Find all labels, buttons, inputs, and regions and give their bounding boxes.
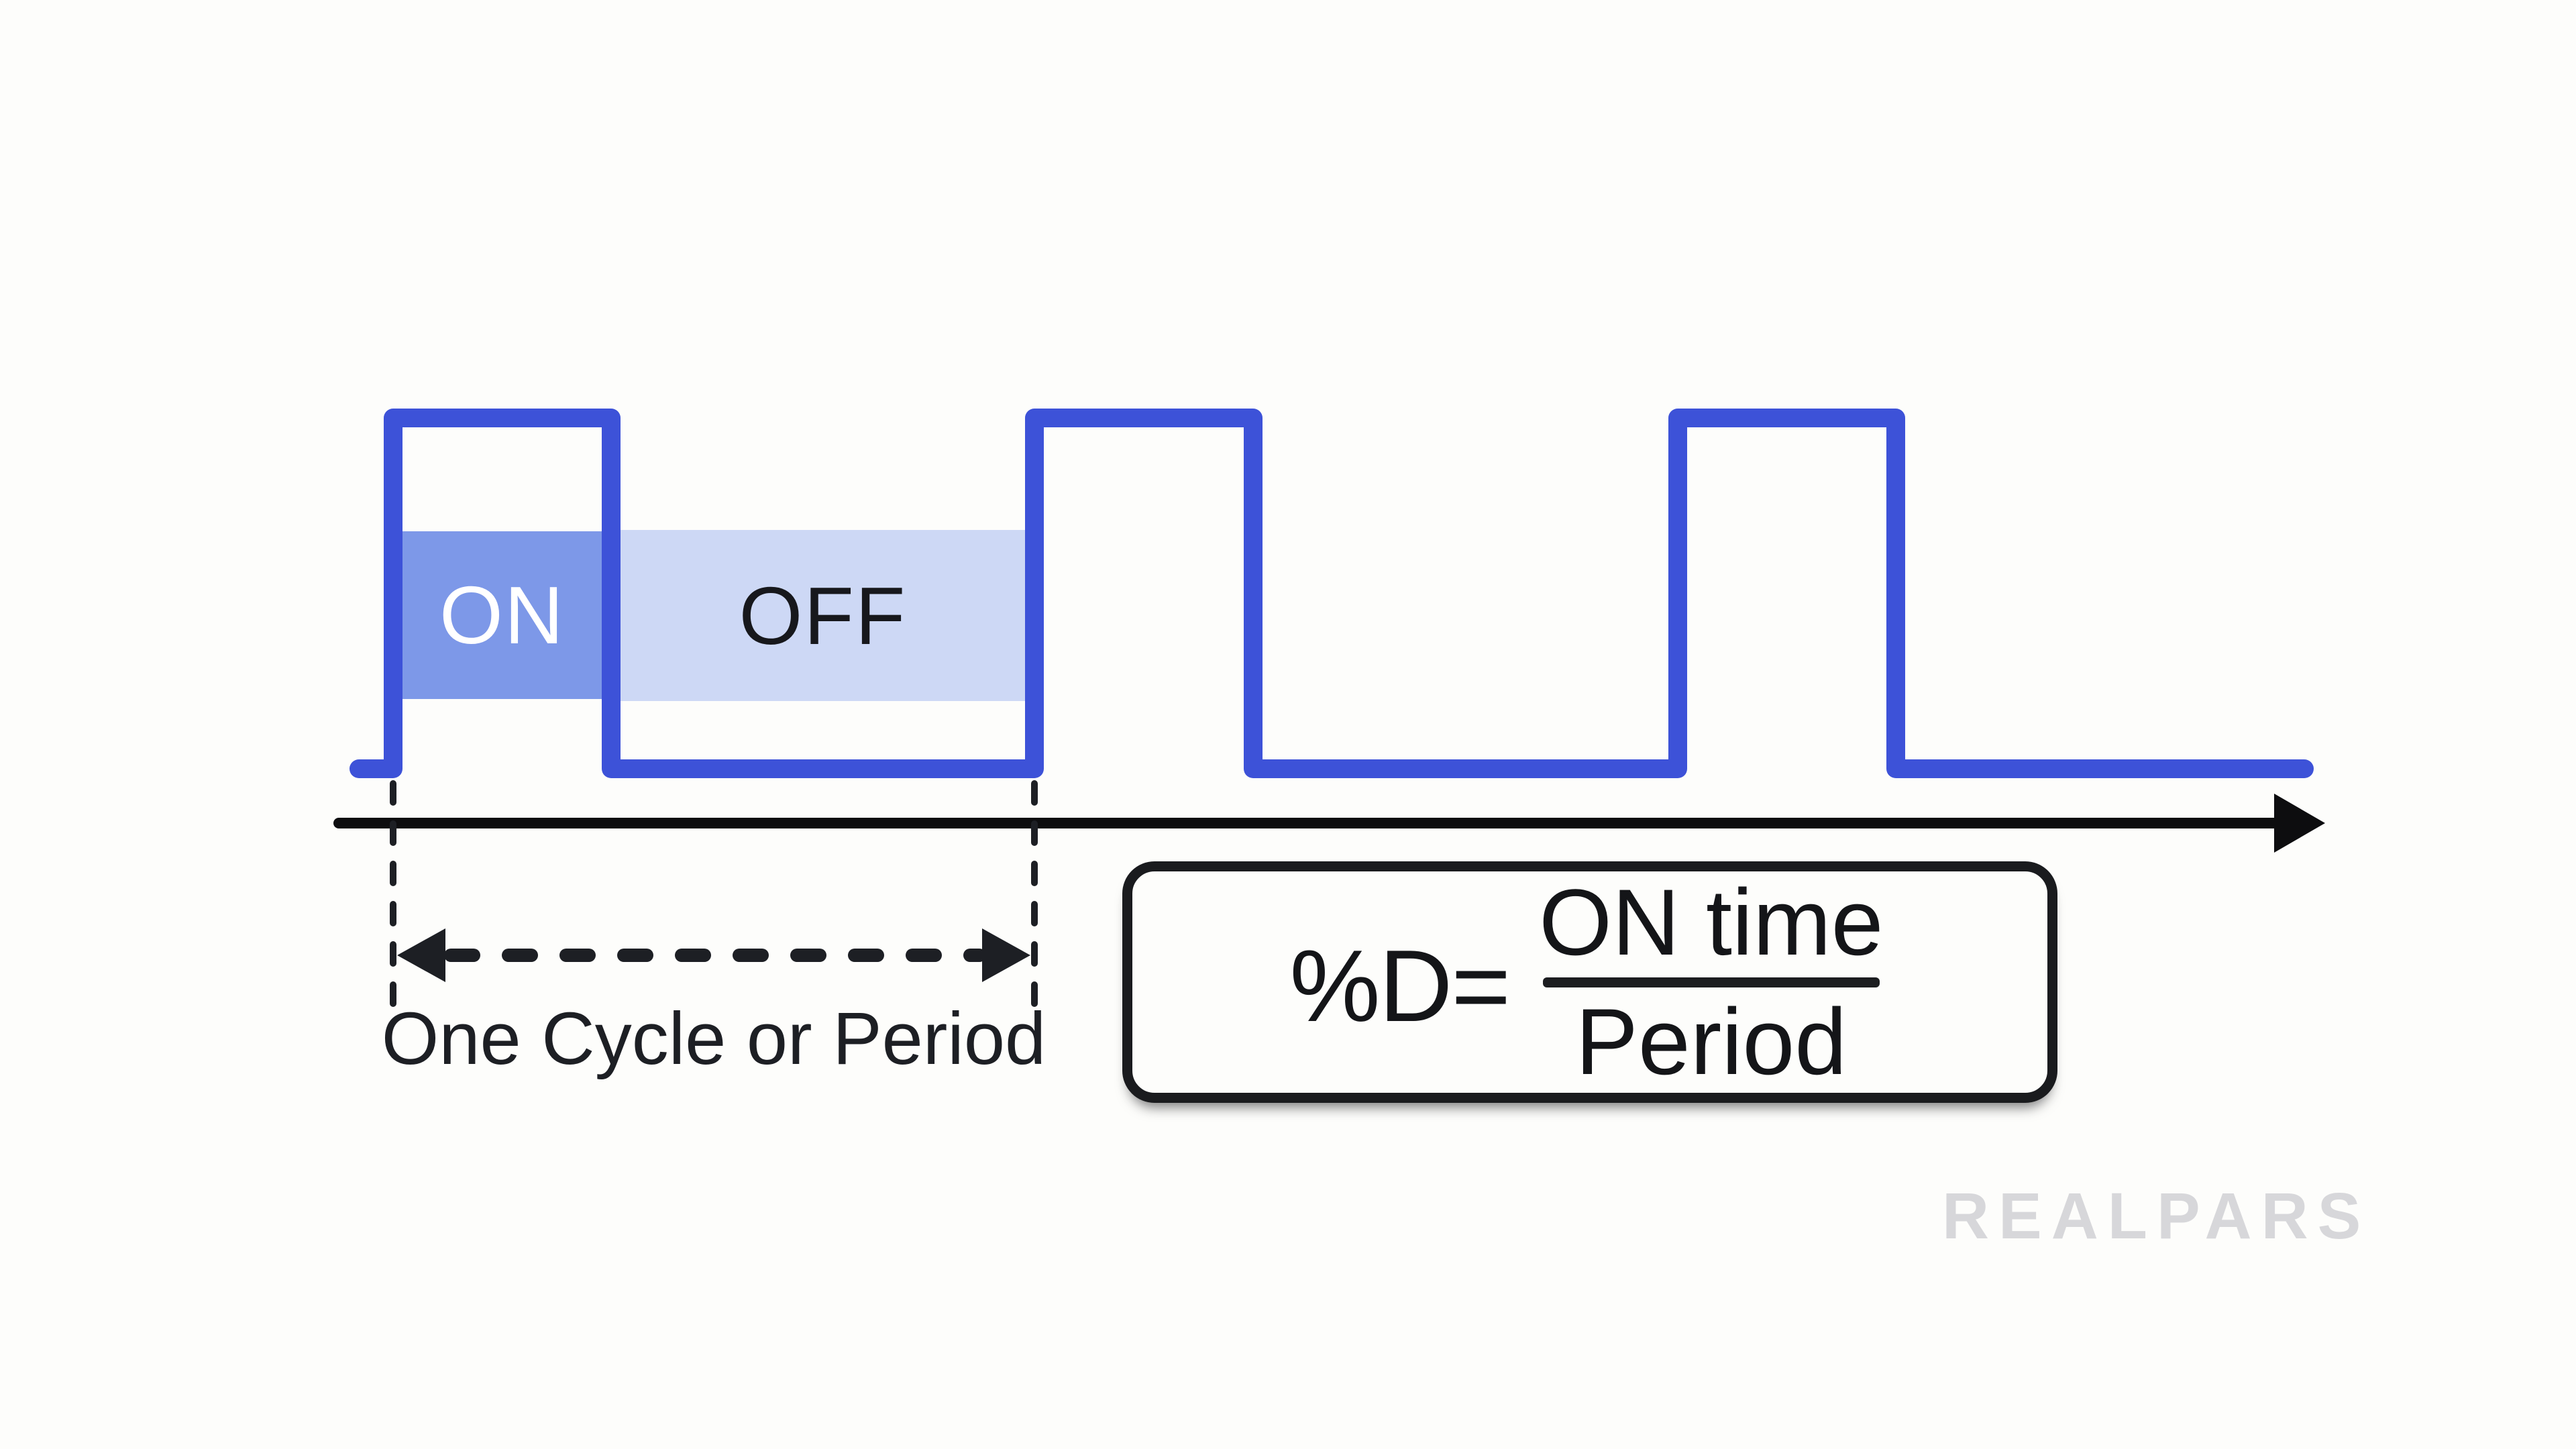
formula-denominator: Period <box>1575 988 1847 1094</box>
time-axis-arrowhead-icon <box>2274 794 2325 853</box>
pwm-waveform <box>350 409 2314 778</box>
fraction-bar <box>1543 977 1880 987</box>
cycle-period-label: One Cycle or Period <box>381 997 1046 1080</box>
off-band <box>621 530 1025 701</box>
formula-fraction: ON time Period <box>1532 869 1890 1094</box>
cycle-span-right-arrowhead-icon <box>982 928 1030 982</box>
realpars-logo: REALPARS <box>1942 1179 2371 1252</box>
formula-lhs: %D= <box>1289 928 1511 1043</box>
formula-numerator: ON time <box>1539 869 1884 975</box>
cycle-span-left-arrowhead-icon <box>397 928 445 982</box>
off-label: OFF <box>739 570 907 661</box>
duty-cycle-formula-box: %D= ON time Period <box>1122 861 2057 1103</box>
on-band <box>402 531 602 699</box>
on-label: ON <box>439 570 565 661</box>
